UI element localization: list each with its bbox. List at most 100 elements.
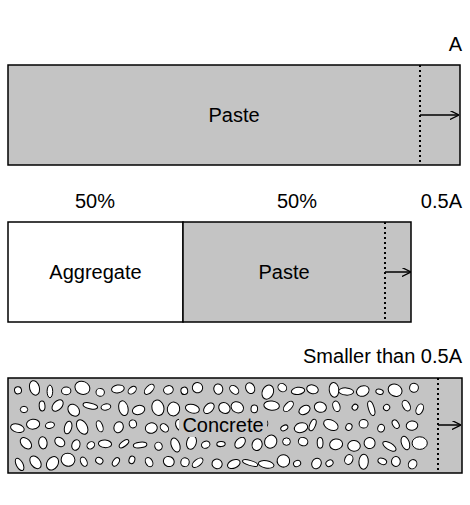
aggregate-bar: Aggregate [8,222,183,322]
pebble [308,418,318,431]
pebble [280,424,289,432]
pebble [297,436,309,447]
pebble [65,402,81,419]
pebble [20,406,27,412]
pebble [347,440,360,451]
percent-label: 50% [75,190,115,213]
pebble [18,435,34,451]
pebble [100,403,111,411]
pebble [131,404,146,416]
pebble [44,454,61,472]
pebble [211,458,223,470]
pebble [191,381,205,395]
pebble [251,438,264,452]
pebble [111,384,125,394]
pebble [154,441,164,451]
pebble [133,442,147,449]
pebble [233,435,248,450]
pebble [391,419,401,430]
box-label: Concrete [179,414,266,437]
pebble [217,441,226,447]
pebble [297,403,312,416]
pebble [351,403,359,411]
paste-bar: Paste [8,65,460,165]
pebble [377,424,386,433]
pebble [283,438,291,445]
pebble [47,385,53,398]
pebble [143,382,156,396]
pebble [38,436,48,449]
pebble [26,419,40,430]
pebble [112,420,124,434]
pebble [128,419,137,429]
pebble [70,439,81,452]
pebble [226,458,241,471]
percent-label: 50% [277,190,317,213]
paste-bar: Paste [183,222,385,322]
pebble [144,456,155,468]
pebble [180,457,190,467]
pebble [159,422,171,434]
pebble [59,451,77,468]
pebble [94,456,104,465]
pebble [409,382,419,393]
pebble [328,382,339,398]
aggregate-pebbles [10,379,428,472]
pebble [86,440,97,450]
pebble [343,453,354,465]
concrete-bar [8,378,462,473]
pebble [375,388,384,395]
pebble [399,435,411,451]
pebble [144,422,158,434]
pebble [345,423,353,432]
pebble [79,456,89,468]
pebble [355,384,371,398]
pebble [244,381,257,395]
pebble [162,455,176,469]
pebble [359,454,369,469]
pebble [242,458,259,467]
pebble [213,383,224,395]
pebble [191,456,205,469]
pebble [45,421,55,429]
paste-bar [183,222,411,322]
pebble [338,387,353,395]
aggregate-bar [8,222,183,322]
pebble [180,387,188,395]
pebble [28,379,41,396]
pebble [276,453,292,469]
pebble [260,383,276,401]
pebble [325,459,335,468]
pebble [377,457,388,466]
pebble [50,398,66,414]
pebble [331,400,341,412]
pebble [169,437,182,454]
pebble [407,458,419,470]
pebble [95,388,105,397]
pebble [391,457,400,467]
pebble [98,439,112,448]
pebble [63,420,73,434]
expansion-arrow [438,424,460,426]
pebble [162,384,174,395]
dimension-label: 0.5A [421,190,462,213]
box-label: Aggregate [49,261,141,284]
pebble [317,437,323,448]
pebble [310,456,324,470]
pebble [73,379,92,397]
pebble [95,420,105,433]
pebble [128,455,136,464]
concrete-bar: Concrete [8,378,438,473]
pebble [276,382,288,394]
pebble [258,459,275,469]
pebble [39,401,45,411]
note-label: Smaller than 0.5A [303,345,462,368]
pebble [27,454,43,471]
pebble [291,386,305,395]
box-label: Paste [258,261,309,284]
pebble [313,401,327,414]
pebble [229,400,246,416]
pebble [386,382,404,399]
pebble [13,457,25,472]
expansion-arrow [420,114,458,116]
